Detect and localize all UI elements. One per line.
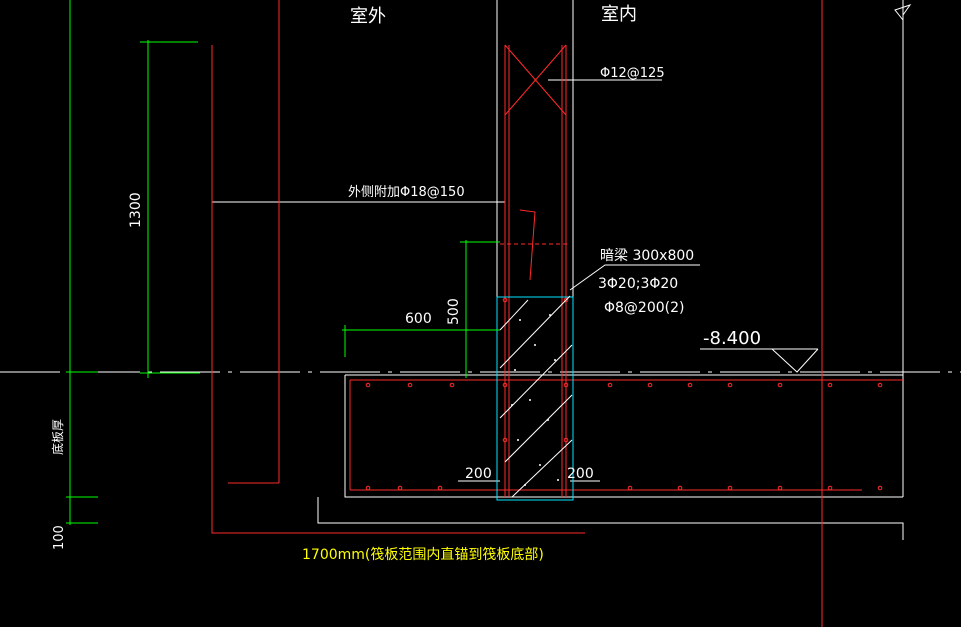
rebar-dot bbox=[627, 485, 633, 491]
label-beam-main: 3Φ20;3Φ20 bbox=[598, 276, 678, 292]
rebar-dot bbox=[677, 485, 683, 491]
dimensions bbox=[66, 0, 500, 525]
label-dim-200-left: 200 bbox=[465, 466, 492, 482]
right-break-line bbox=[894, 0, 912, 375]
x-mark-b bbox=[504, 44, 567, 116]
label-dim-100: 100 bbox=[52, 525, 67, 550]
beam-aggregate bbox=[511, 314, 559, 486]
rebar-dot bbox=[827, 382, 833, 388]
rebar-dot bbox=[727, 382, 733, 388]
elevation-triangle bbox=[771, 348, 819, 373]
beam-leader bbox=[569, 264, 700, 291]
rebar-dot bbox=[365, 485, 371, 491]
rebar-dot bbox=[647, 382, 653, 388]
raft-rebar-dots bbox=[365, 297, 883, 491]
rebar-dot bbox=[607, 382, 613, 388]
raft-slab-outline bbox=[344, 375, 903, 498]
rebar-dot bbox=[877, 485, 883, 491]
label-elevation: -8.400 bbox=[703, 328, 761, 349]
rebar-dot bbox=[407, 382, 413, 388]
beam-outline bbox=[496, 296, 574, 501]
rebar-dot bbox=[563, 297, 569, 303]
beam-hatch bbox=[499, 295, 573, 498]
rebar-dot bbox=[449, 382, 455, 388]
structure-outlines bbox=[0, 0, 961, 540]
rebar-dot bbox=[437, 485, 443, 491]
label-anchor-note: 1700mm(筏板范围内直锚到筏板底部) bbox=[302, 546, 544, 563]
label-outside: 室外 bbox=[350, 6, 386, 27]
rebar-dot bbox=[397, 485, 403, 491]
rebar-dot bbox=[687, 382, 693, 388]
label-raft-thickness: 底板厚 bbox=[50, 419, 65, 455]
bedding-layer-outline bbox=[317, 497, 904, 540]
label-dim-200-right: 200 bbox=[567, 466, 594, 482]
rebar-dot bbox=[502, 382, 508, 388]
rebar-lines bbox=[211, 0, 903, 627]
label-dim-1300: 1300 bbox=[128, 192, 144, 228]
rebar-dot bbox=[727, 485, 733, 491]
rebar-dot bbox=[502, 437, 508, 443]
label-beam-name: 暗梁 300x800 bbox=[600, 248, 694, 264]
rebar-dot bbox=[827, 485, 833, 491]
anchor-bar bbox=[211, 45, 585, 534]
label-dim-600: 600 bbox=[405, 311, 432, 327]
rebar-dot bbox=[563, 437, 569, 443]
rebar-dot bbox=[877, 382, 883, 388]
rebar-dot bbox=[502, 297, 508, 303]
rebar-dot bbox=[777, 485, 783, 491]
label-rebar-top: Φ12@125 bbox=[600, 66, 665, 81]
text-labels: 室外 室内 Φ12@125 外侧附加Φ18@150 暗梁 300x800 3Φ2… bbox=[50, 4, 761, 563]
hidden-beam bbox=[496, 295, 574, 501]
rebar-dot bbox=[365, 382, 371, 388]
rebar-dot bbox=[563, 382, 569, 388]
lap-zigzag bbox=[519, 209, 536, 281]
label-outer-add: 外侧附加Φ18@150 bbox=[348, 185, 465, 200]
label-inside: 室内 bbox=[601, 4, 637, 25]
label-dim-500: 500 bbox=[446, 298, 462, 325]
label-beam-stirrup: Φ8@200(2) bbox=[604, 300, 684, 316]
rebar-dot bbox=[777, 382, 783, 388]
